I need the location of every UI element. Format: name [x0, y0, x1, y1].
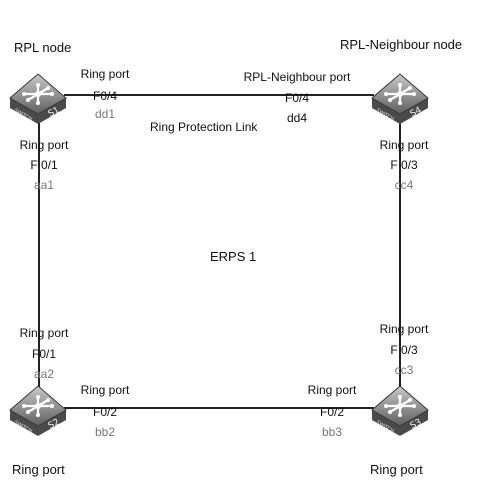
port-aa2-number: F0/1 [31, 347, 57, 361]
port-aa1-role: Ring port [19, 138, 69, 152]
port-bb3-role: Ring port [307, 383, 357, 397]
switch-s1-name-tag: S1 [47, 105, 62, 119]
port-bb3-number: F0/2 [319, 405, 345, 419]
port-aa1-id: aa1 [33, 178, 55, 192]
port-bb2-role: Ring port [80, 383, 130, 397]
port-aa1-number: F 0/1 [30, 158, 58, 172]
port-bb3-id: bb3 [321, 425, 343, 439]
port-aa2-id: aa2 [33, 367, 55, 381]
link-s1-s2 [38, 120, 40, 398]
port-dd1-role: Ring port [80, 67, 130, 81]
port-dd1-id: dd1 [94, 107, 116, 121]
port-cc3-role: Ring port [379, 322, 429, 336]
link-s2-s3 [64, 407, 374, 409]
rpl-neighbour-node-title: RPL-Neighbour node [340, 37, 463, 52]
port-aa2-role: Ring port [19, 326, 69, 340]
port-cc4-id: cc4 [394, 178, 414, 192]
s2-bottom-ring-port-label: Ring port [12, 462, 65, 477]
port-cc3-number: F 0/3 [390, 343, 418, 357]
switch-s3-name-tag: S3 [409, 417, 424, 431]
s3-bottom-ring-port-label: Ring port [370, 462, 423, 477]
port-dd4-role: RPL-Neighbour port [243, 70, 351, 84]
port-bb2-number: F0/2 [92, 405, 118, 419]
ring-protection-link-line [64, 94, 374, 96]
ring-protection-link-label: Ring Protection Link [150, 120, 258, 134]
link-s4-s3 [399, 120, 401, 398]
port-cc3-id: cc3 [394, 363, 414, 377]
ring-name: ERPS 1 [210, 249, 257, 264]
port-dd1-number: F0/4 [92, 89, 118, 103]
rpl-node-title: RPL node [14, 40, 72, 55]
port-dd4-number: F0/4 [284, 91, 310, 105]
switch-s2-name-tag: S2 [47, 417, 62, 431]
port-cc4-role: Ring port [379, 138, 429, 152]
port-cc4-number: F 0/3 [390, 158, 418, 172]
port-bb2-id: bb2 [94, 425, 116, 439]
port-dd4-id: dd4 [286, 111, 308, 125]
switch-s4-name-tag: S4 [409, 105, 424, 119]
